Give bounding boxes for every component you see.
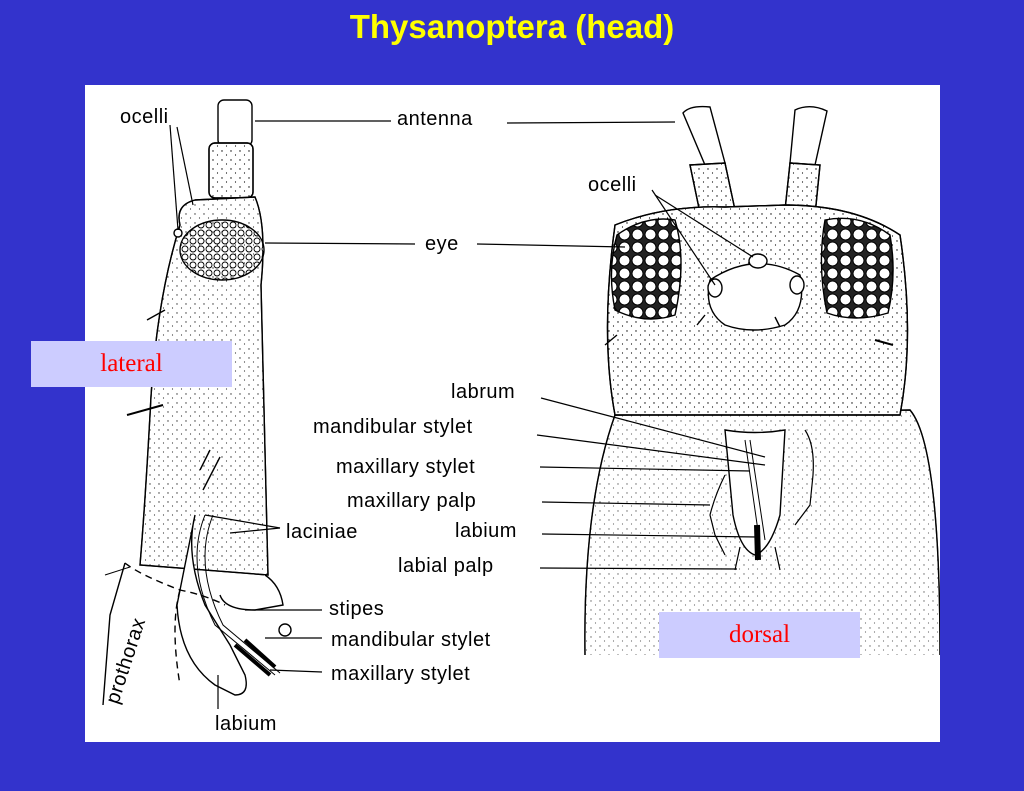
lateral-compound-eye (179, 219, 265, 281)
head-illustration: ocelli antenna ocelli eye labrum mandibu… (102, 99, 940, 735)
label-labium-dorsal: labium (455, 520, 517, 542)
label-ocelli-lateral: ocelli (120, 106, 169, 128)
slide-title: Thysanoptera (head) (349, 8, 675, 45)
lateral-antenna-segment-1 (217, 99, 253, 147)
label-maxillary-palp: maxillary palp (347, 490, 476, 512)
label-maxillary-stylet-dorsal: maxillary stylet (336, 456, 475, 478)
lateral-view (102, 99, 292, 706)
label-laciniae: laciniae (286, 521, 358, 543)
label-ocelli-dorsal: ocelli (588, 174, 637, 196)
lateral-mouthcone (176, 514, 247, 696)
dorsal-antenna-left-seg1 (682, 105, 726, 166)
thysanoptera-head-figure: ocelli antenna ocelli eye labrum mandibu… (85, 85, 940, 742)
dorsal-ocellus-right (789, 275, 805, 295)
label-antenna: antenna (397, 108, 473, 130)
dorsal-ocellus-left (707, 278, 723, 298)
label-maxillary-stylet-lateral: maxillary stylet (331, 663, 470, 685)
dorsal-view (584, 105, 940, 656)
label-eye: eye (425, 233, 459, 255)
dorsal-eye-right (820, 217, 894, 319)
label-mandibular-stylet-lateral: mandibular stylet (331, 629, 491, 651)
label-stipes: stipes (329, 598, 384, 620)
dorsal-eye-left (610, 218, 682, 320)
leader-lines (169, 120, 766, 709)
lateral-view-label: lateral (31, 341, 232, 387)
dorsal-view-label: dorsal (659, 612, 860, 658)
dorsal-antenna-right-seg1 (789, 106, 828, 166)
label-labium-lateral: labium (215, 713, 277, 735)
label-labrum: labrum (451, 381, 515, 403)
label-labial-palp: labial palp (398, 555, 494, 577)
label-mandibular-stylet-dorsal: mandibular stylet (313, 416, 473, 438)
dorsal-ocellus-median (748, 253, 768, 269)
